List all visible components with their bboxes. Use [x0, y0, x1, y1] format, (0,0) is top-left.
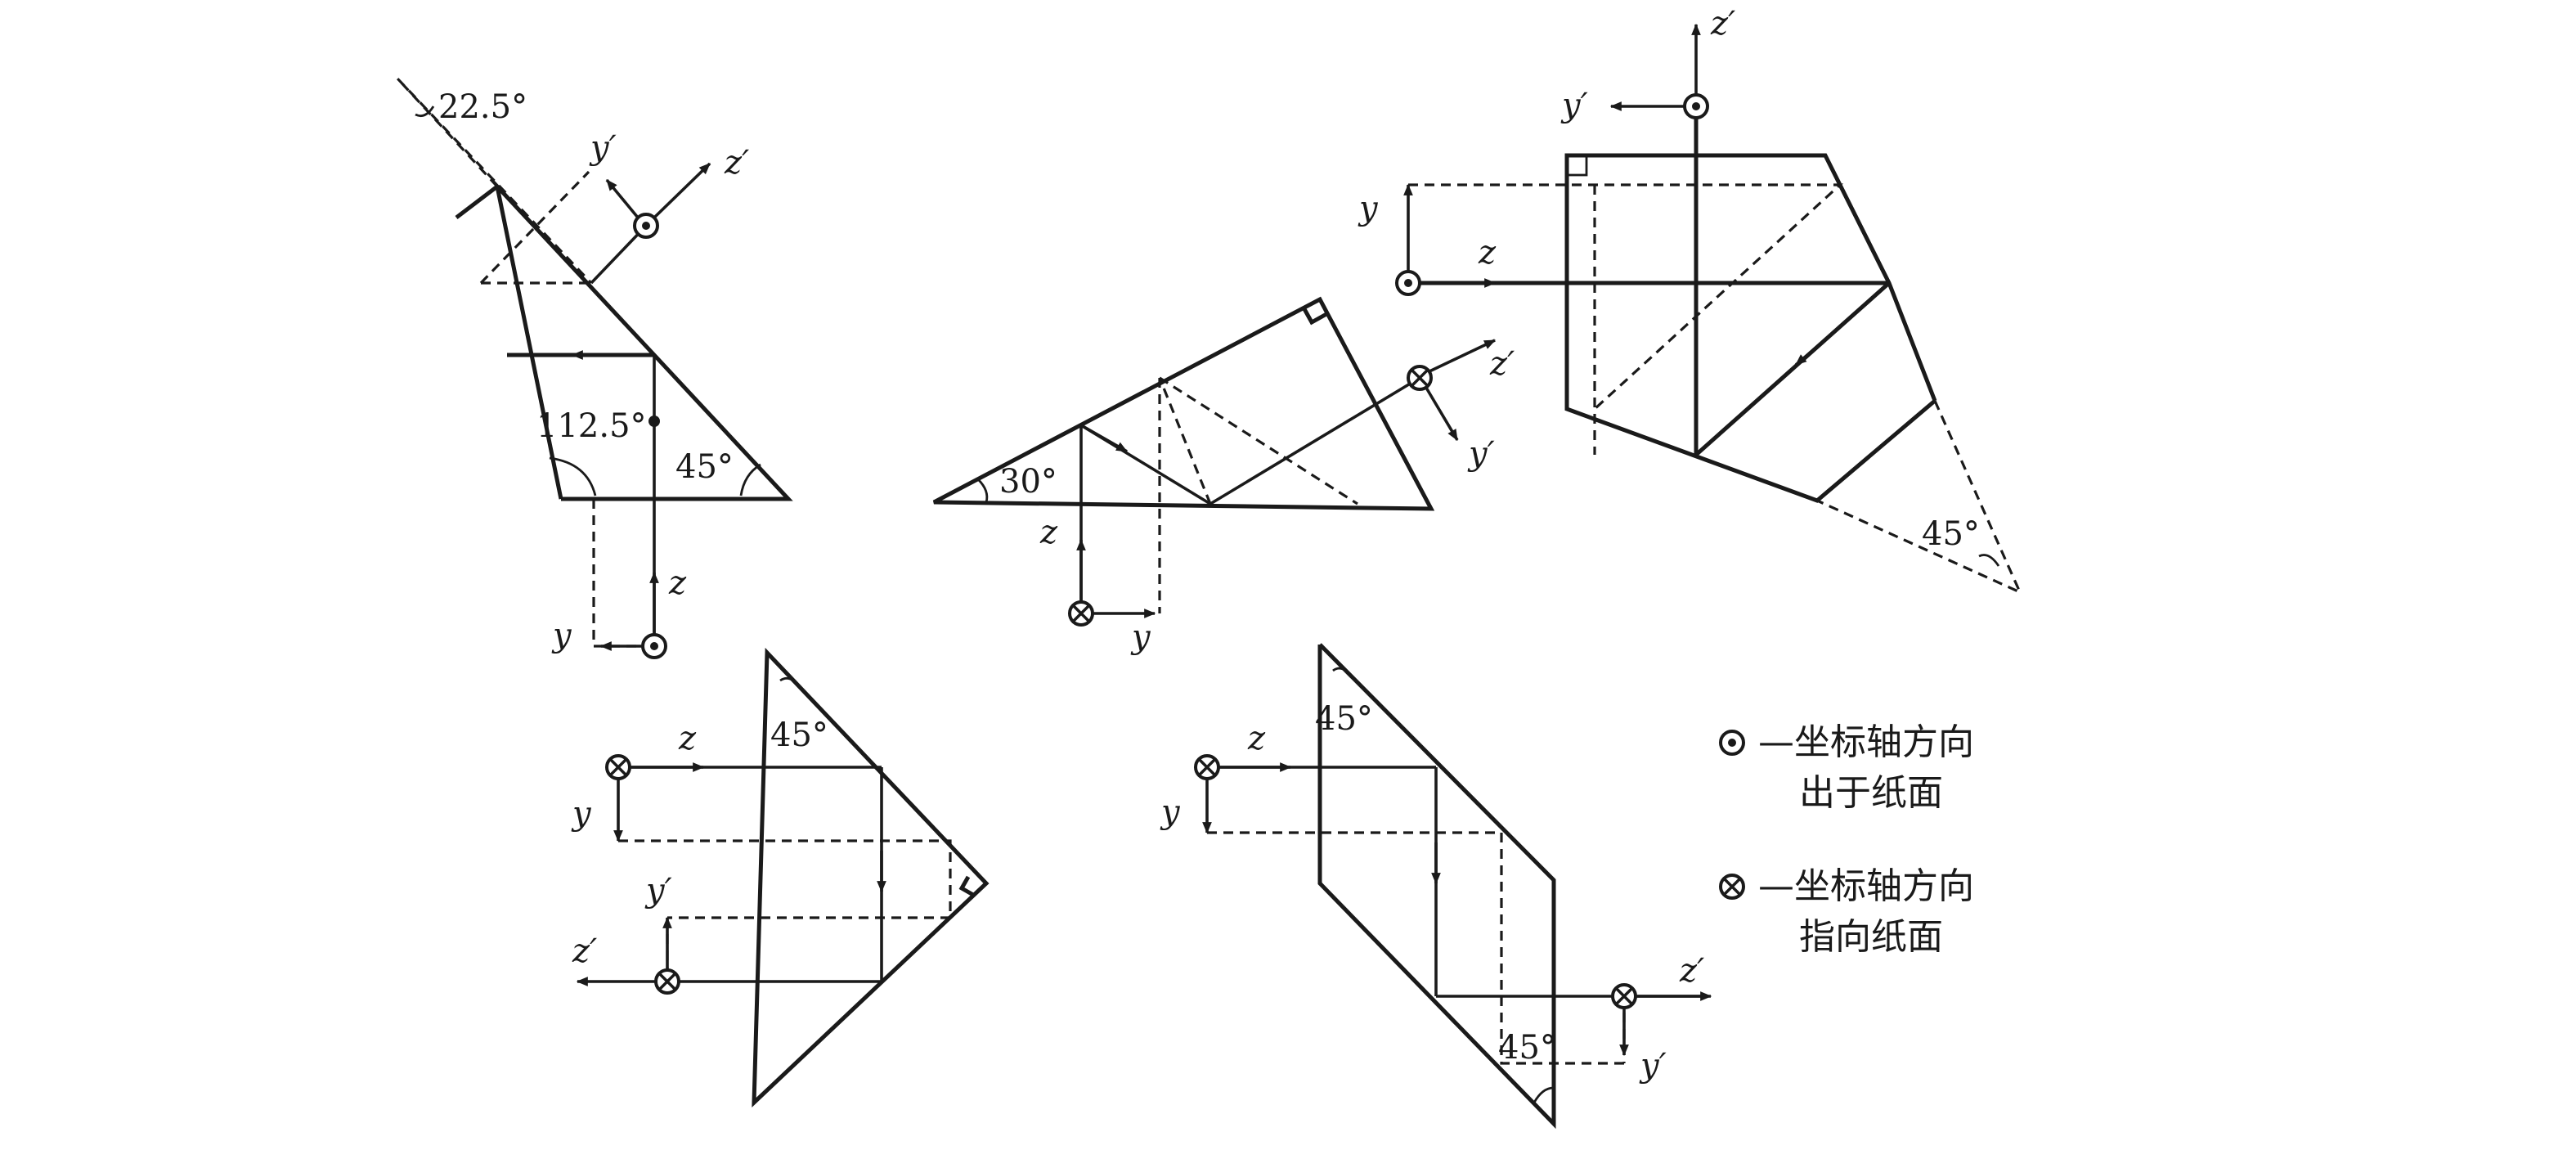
prism-5-angle-45-top: 45°: [1315, 700, 1373, 738]
prism-2-ray-out: [1209, 376, 1420, 505]
prism-5: [1194, 643, 1712, 1130]
prism-3-yprime-label: y′: [1560, 87, 1588, 124]
prism-3-extension: [1816, 400, 2023, 595]
prism-5-dashed-path: [1207, 831, 1626, 1065]
legend-out-line1: —坐标轴方向: [1758, 721, 1974, 763]
prism-1-y-label: y: [551, 617, 572, 654]
prism-5-angle-45-bottom: 45°: [1498, 1029, 1556, 1067]
prism-4-yprime-label: y′: [644, 872, 672, 910]
prism-1-extension: [396, 77, 593, 285]
prism-4-z-label: z: [678, 720, 697, 757]
prism-4-zprime-label: z′: [572, 932, 597, 970]
prism-5-arc-45-bottom: [1533, 1086, 1555, 1103]
prism-3-angle-45: 45°: [1922, 515, 1980, 553]
prism-4: [576, 647, 990, 1107]
legend-in-line1: —坐标轴方向: [1758, 865, 1974, 907]
prism-1-ray-out: [590, 224, 648, 285]
prism-1-arc-112: [549, 456, 597, 496]
prism-1-dashed-path: [479, 170, 591, 285]
prism-1-angle-45: 45°: [675, 448, 734, 486]
prism-4-right-angle-mark: [958, 875, 975, 897]
prism-3-outline: [1564, 153, 1937, 503]
prism-2-z-label: z: [1039, 514, 1058, 551]
prism-1-zprime-arrow: [653, 162, 711, 219]
prism-5-outline: [1317, 643, 1556, 1130]
legend-in-line2: 指向纸面: [1799, 916, 1943, 958]
prism-5-zprime-label: z′: [1679, 952, 1704, 990]
prism-1-top-edge: [455, 185, 499, 219]
prism-1-yprime-label: y′: [589, 129, 617, 167]
prism-2-y-label: y: [1130, 618, 1151, 656]
prism-2: [932, 296, 1497, 627]
prism-2-yprime-arrow: [1425, 387, 1459, 442]
prism-1-angle-112-5: 112.5°: [536, 407, 647, 445]
prism-1-arc-22: [415, 106, 435, 118]
prism-5-y-label: y: [1160, 793, 1181, 831]
prism-4-arc-45: [779, 676, 801, 688]
prism-5-z-label: z: [1247, 720, 1266, 757]
prism-1-center-dot: [648, 416, 660, 427]
legend: [1719, 730, 1745, 900]
prism-3-diag-arrow: [1794, 326, 1842, 366]
prism-1-yprime-arrow: [605, 178, 640, 219]
prism-2-arc-30: [976, 478, 989, 503]
prism-4-angle-45: 45°: [770, 717, 828, 754]
prism-3-dashed-path: [1408, 183, 1844, 455]
prism-3: [1395, 23, 2023, 595]
prism-1: [396, 77, 793, 659]
prism-2-angle-30: 30°: [999, 463, 1057, 501]
prism-2-zprime-label: z′: [1489, 345, 1515, 383]
prism-3-diag-ray: [1694, 281, 1891, 456]
prism-1-zprime-label: z′: [724, 144, 749, 182]
prism-2-dashed-path: [1158, 376, 1358, 613]
prism-3-y-label: y: [1358, 190, 1379, 227]
prism-5-arc-45-top: [1332, 667, 1353, 676]
prism-5-yprime-label: y′: [1639, 1047, 1667, 1085]
prism-3-zprime-label: z′: [1710, 5, 1735, 43]
prism-1-arc-45: [739, 463, 761, 496]
prism-2-zprime-arrow: [1429, 339, 1497, 373]
legend-out-line2: 出于纸面: [1799, 772, 1943, 814]
prism-2-ray-arrow: [1080, 424, 1129, 453]
prism-1-angle-22-5: 22.5°: [438, 88, 527, 126]
prism-1-outline: [493, 179, 793, 501]
prism-4-y-label: y: [571, 795, 592, 833]
prism-1-coord-trace: [592, 499, 654, 648]
prism-3-z-label: z: [1478, 234, 1497, 272]
prism-2-right-angle-mark: [1301, 306, 1328, 326]
prism-1-z-label: z: [668, 564, 687, 602]
prism-3-arc-45: [1978, 554, 2000, 567]
prism-2-yprime-label: y′: [1467, 435, 1495, 473]
prism-3-right-angle-mark: [1565, 154, 1588, 177]
